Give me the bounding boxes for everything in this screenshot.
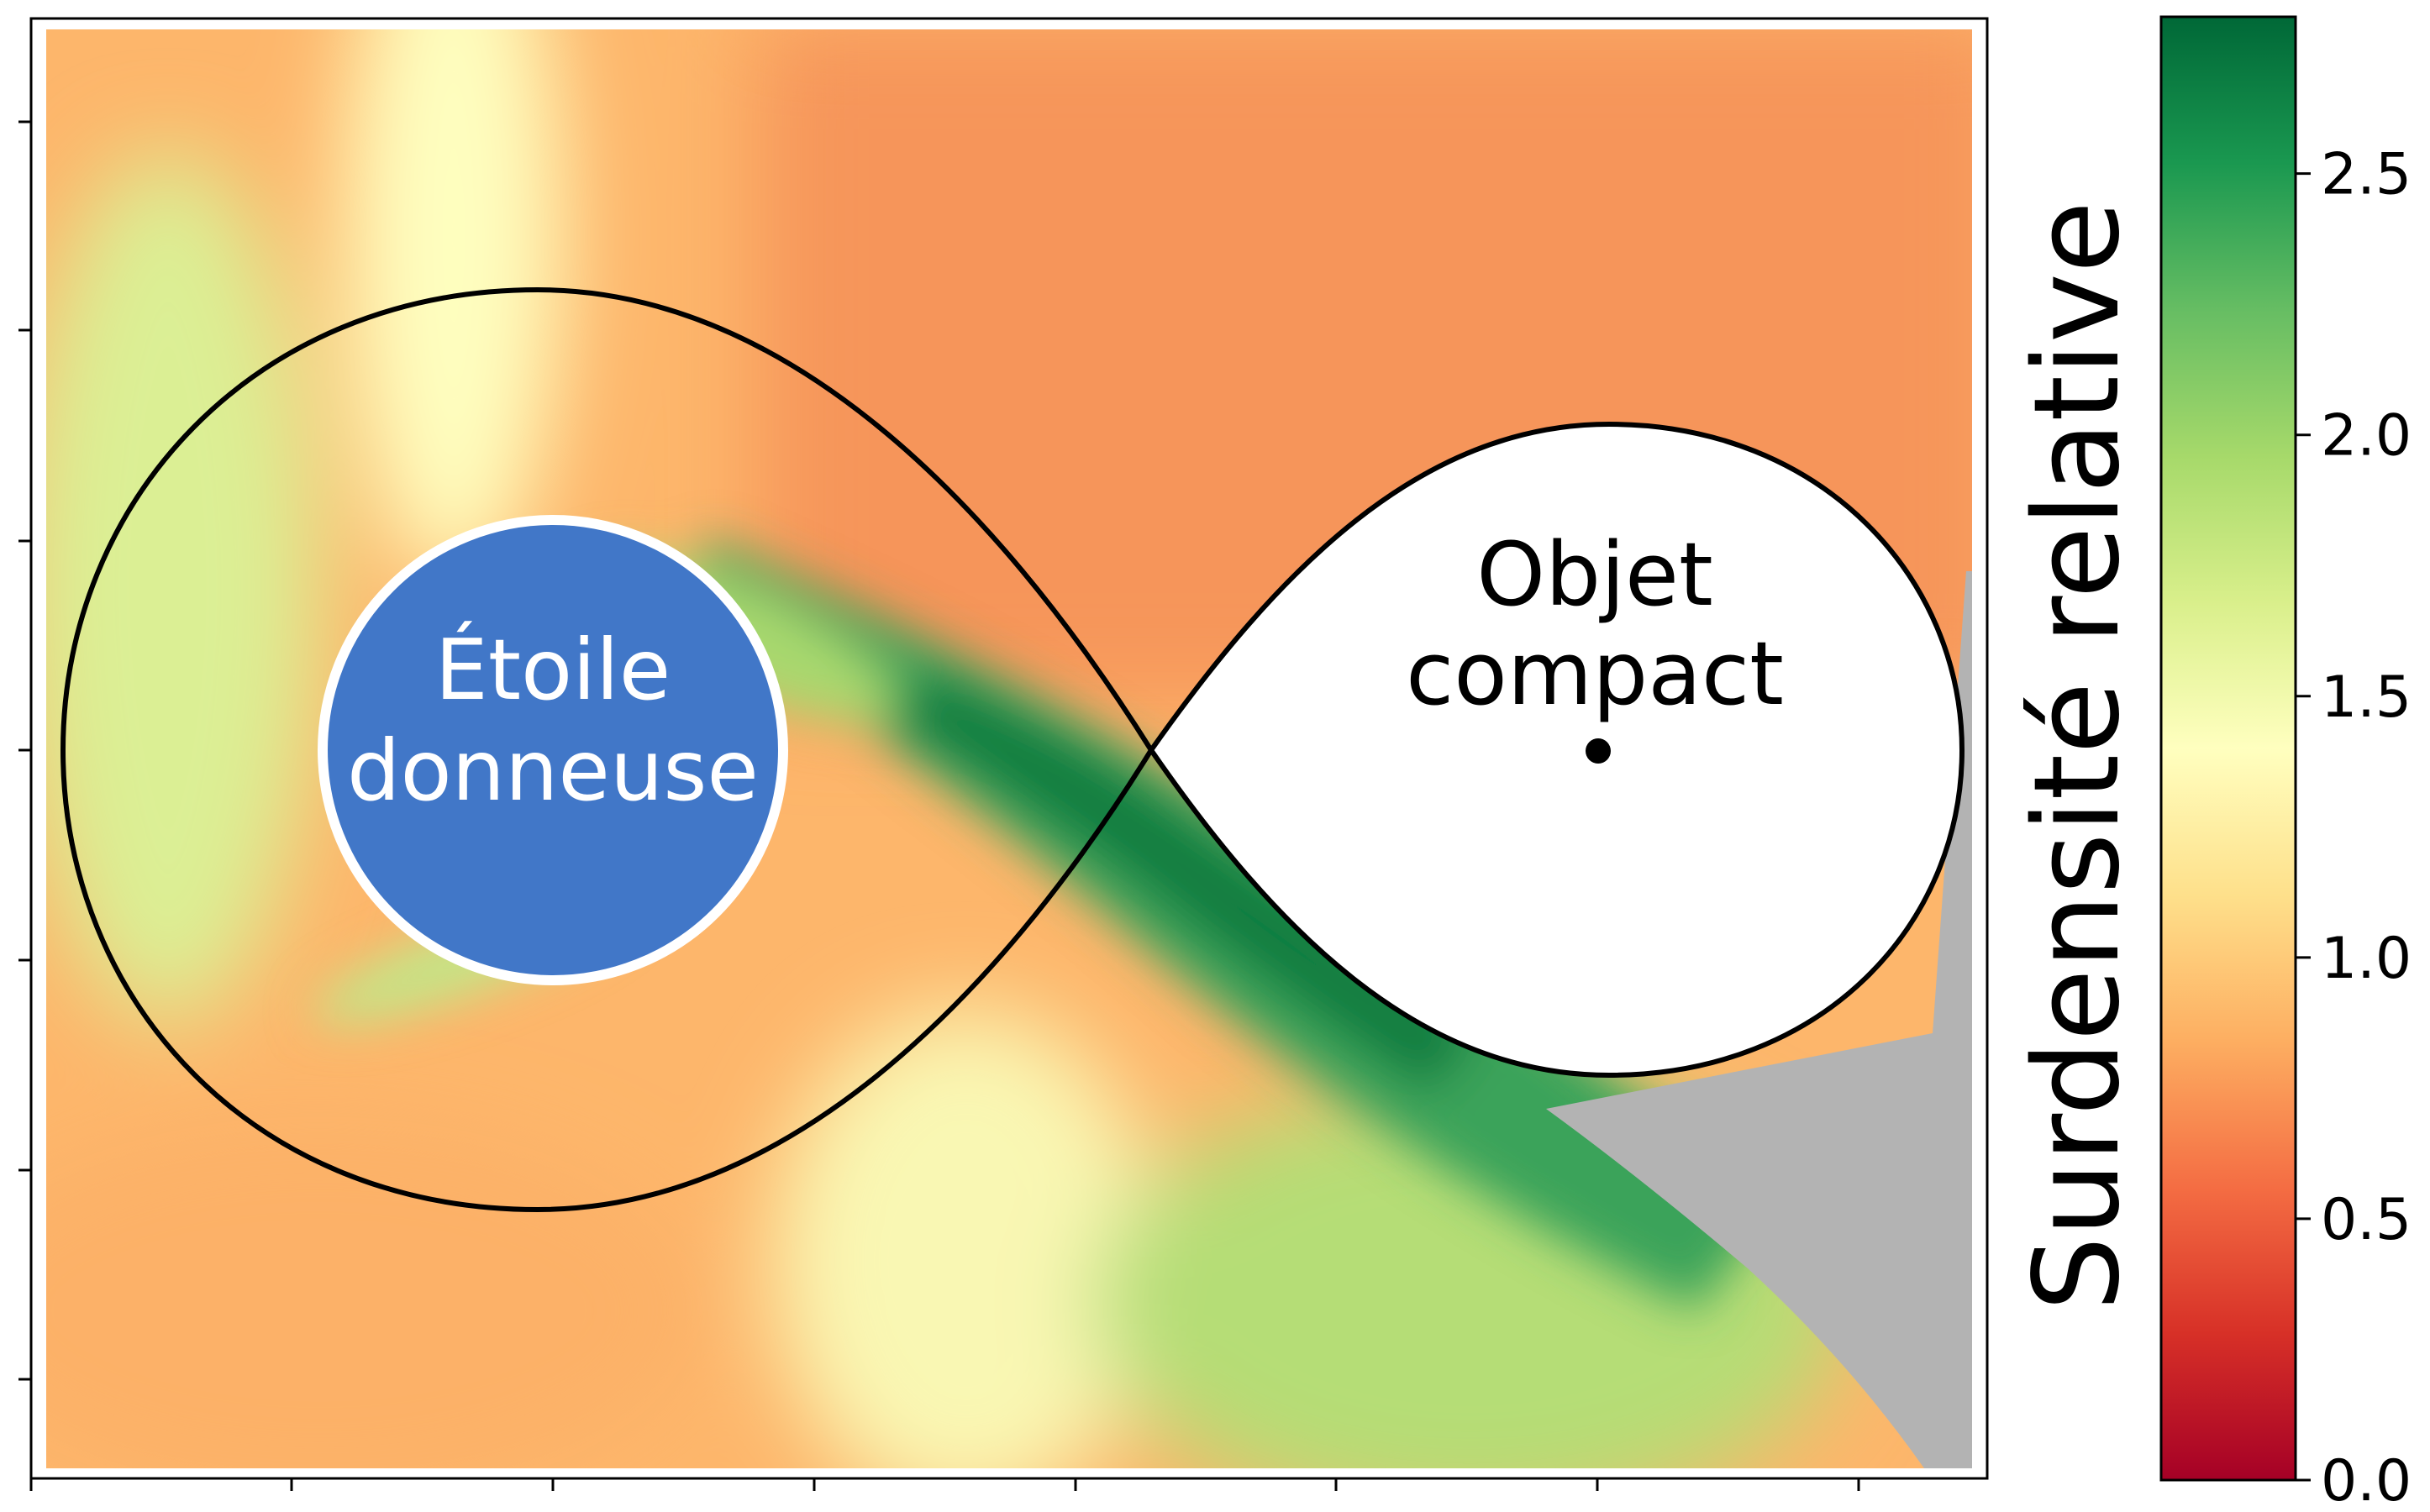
y-axis-ticks <box>18 120 31 1381</box>
colorbar-tick-label: 1.0 <box>2321 926 2412 992</box>
compact-label-line2: compact <box>1406 622 1784 725</box>
compact-object-marker <box>1586 738 1611 764</box>
colorbar-tick-label: 2.5 <box>2321 142 2412 208</box>
colorbar: 0.0 0.5 1.0 1.5 2.0 2.5 Surdensité relative <box>2009 15 2412 1512</box>
roche-lobe-outline <box>60 286 1965 1213</box>
colorbar-tick-label: 0.0 <box>2321 1448 2412 1512</box>
colorbar-tick-label: 0.5 <box>2321 1187 2412 1253</box>
compact-object-lobe <box>1151 424 1962 1075</box>
colorbar-tick-label: 2.0 <box>2321 403 2412 470</box>
density-heatmap <box>46 29 1972 1468</box>
donor-label: Étoile donneuse <box>347 621 759 820</box>
excluded-region <box>1546 571 1972 1468</box>
compact-label-line1: Objet <box>1476 523 1713 626</box>
colorbar-bar <box>2159 15 2297 1482</box>
compact-label: Objet compact <box>1406 523 1784 725</box>
donor-label-line1: Étoile <box>435 621 671 719</box>
colorbar-label: Surdensité relative <box>2009 201 2146 1311</box>
donor-label-line2: donneuse <box>347 722 759 820</box>
x-axis-ticks <box>29 1478 1860 1491</box>
colorbar-ticks: 0.0 0.5 1.0 1.5 2.0 2.5 <box>2296 142 2412 1512</box>
colorbar-tick-label: 1.5 <box>2321 664 2412 731</box>
donor-star <box>318 515 788 985</box>
